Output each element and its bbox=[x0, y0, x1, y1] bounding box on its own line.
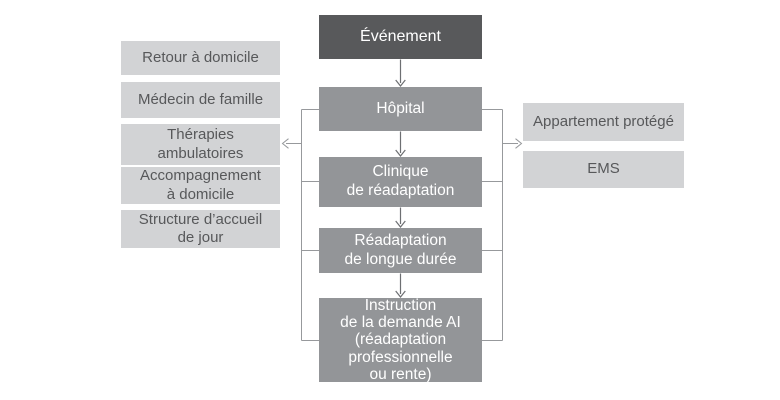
node-instruction-demande-ai: Instruction de la demande AI (réadaptati… bbox=[319, 297, 482, 383]
option-accompagnement-domicile: Accompagnement à domicile bbox=[121, 167, 280, 204]
right-bracket bbox=[482, 109, 523, 341]
node-clinique-readaptation: Clinique de réadaptation bbox=[319, 157, 482, 207]
option-therapies-ambulatoires: Thérapies ambulatoires bbox=[121, 124, 280, 165]
option-ems: EMS bbox=[523, 151, 684, 188]
option-retour-a-domicile: Retour à domicile bbox=[121, 41, 280, 75]
node-readaptation-longue-duree: Réadaptation de longue durée bbox=[319, 228, 482, 273]
node-evenement: Événement bbox=[319, 15, 482, 59]
node-hopital: Hôpital bbox=[319, 87, 482, 131]
option-medecin-de-famille: Médecin de famille bbox=[121, 82, 280, 118]
option-appartement-protege: Appartement protégé bbox=[523, 103, 684, 141]
option-structure-accueil-jour: Structure d’accueil de jour bbox=[121, 210, 280, 248]
left-bracket bbox=[281, 109, 319, 341]
